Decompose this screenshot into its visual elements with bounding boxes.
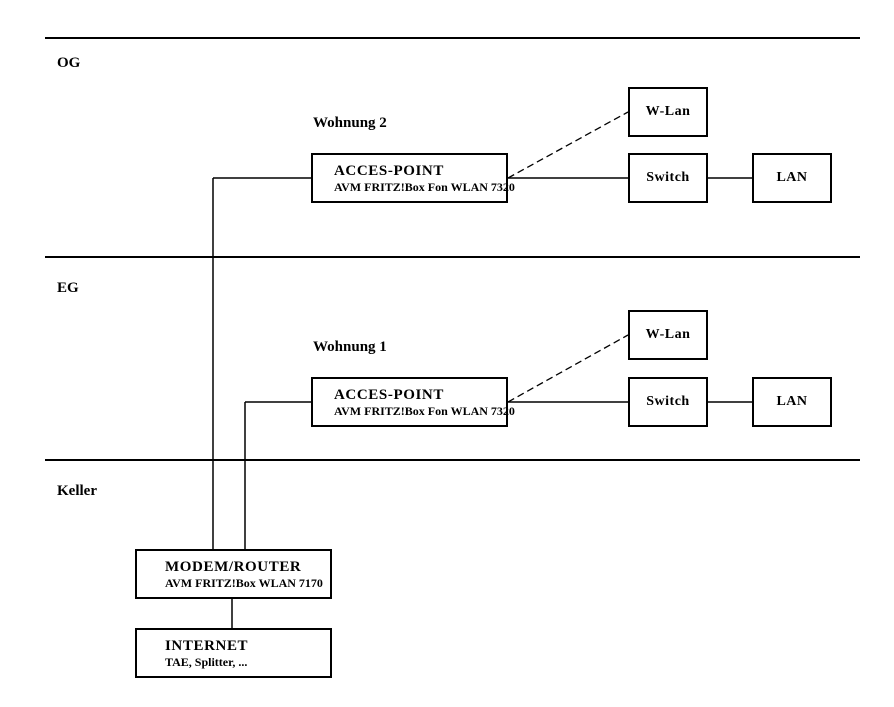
og-wlan-box: W-Lan bbox=[628, 87, 708, 137]
floor-label-og: OG bbox=[57, 55, 81, 71]
eg-access-point-subtitle: AVM FRITZ!Box Fon WLAN 7320 bbox=[334, 403, 515, 418]
og-ap-wlan-dashed-line bbox=[507, 111, 629, 179]
og-access-point-subtitle: AVM FRITZ!Box Fon WLAN 7320 bbox=[334, 179, 515, 194]
internet-box: INTERNET TAE, Splitter, ... bbox=[135, 628, 332, 678]
og-switch-label: Switch bbox=[646, 170, 690, 185]
floor-label-eg: EG bbox=[57, 280, 79, 296]
modem-router-title: MODEM/ROUTER bbox=[165, 558, 302, 575]
eg-ap-wlan-dashed-line bbox=[507, 334, 629, 403]
internet-subtitle: TAE, Splitter, ... bbox=[165, 654, 248, 669]
apartment-label-wohnung-1: Wohnung 1 bbox=[313, 339, 387, 355]
floor-label-keller: Keller bbox=[57, 483, 97, 499]
og-access-point-box: ACCES-POINT AVM FRITZ!Box Fon WLAN 7320 bbox=[311, 153, 515, 203]
internet-title: INTERNET bbox=[165, 637, 249, 654]
og-wlan-label: W-Lan bbox=[645, 104, 691, 119]
og-switch-box: Switch bbox=[628, 153, 708, 203]
eg-wlan-label: W-Lan bbox=[645, 327, 691, 342]
og-lan-label: LAN bbox=[776, 170, 808, 185]
eg-lan-box: LAN bbox=[752, 377, 832, 427]
eg-switch-box: Switch bbox=[628, 377, 708, 427]
apartment-label-wohnung-2: Wohnung 2 bbox=[313, 115, 387, 131]
eg-lan-label: LAN bbox=[776, 394, 808, 409]
eg-access-point-box: ACCES-POINT AVM FRITZ!Box Fon WLAN 7320 bbox=[311, 377, 515, 427]
eg-access-point-title: ACCES-POINT bbox=[334, 386, 444, 403]
modem-router-box: MODEM/ROUTER AVM FRITZ!Box WLAN 7170 bbox=[135, 549, 332, 599]
modem-router-subtitle: AVM FRITZ!Box WLAN 7170 bbox=[165, 575, 323, 590]
og-lan-box: LAN bbox=[752, 153, 832, 203]
eg-switch-label: Switch bbox=[646, 394, 690, 409]
eg-wlan-box: W-Lan bbox=[628, 310, 708, 360]
og-access-point-title: ACCES-POINT bbox=[334, 162, 444, 179]
